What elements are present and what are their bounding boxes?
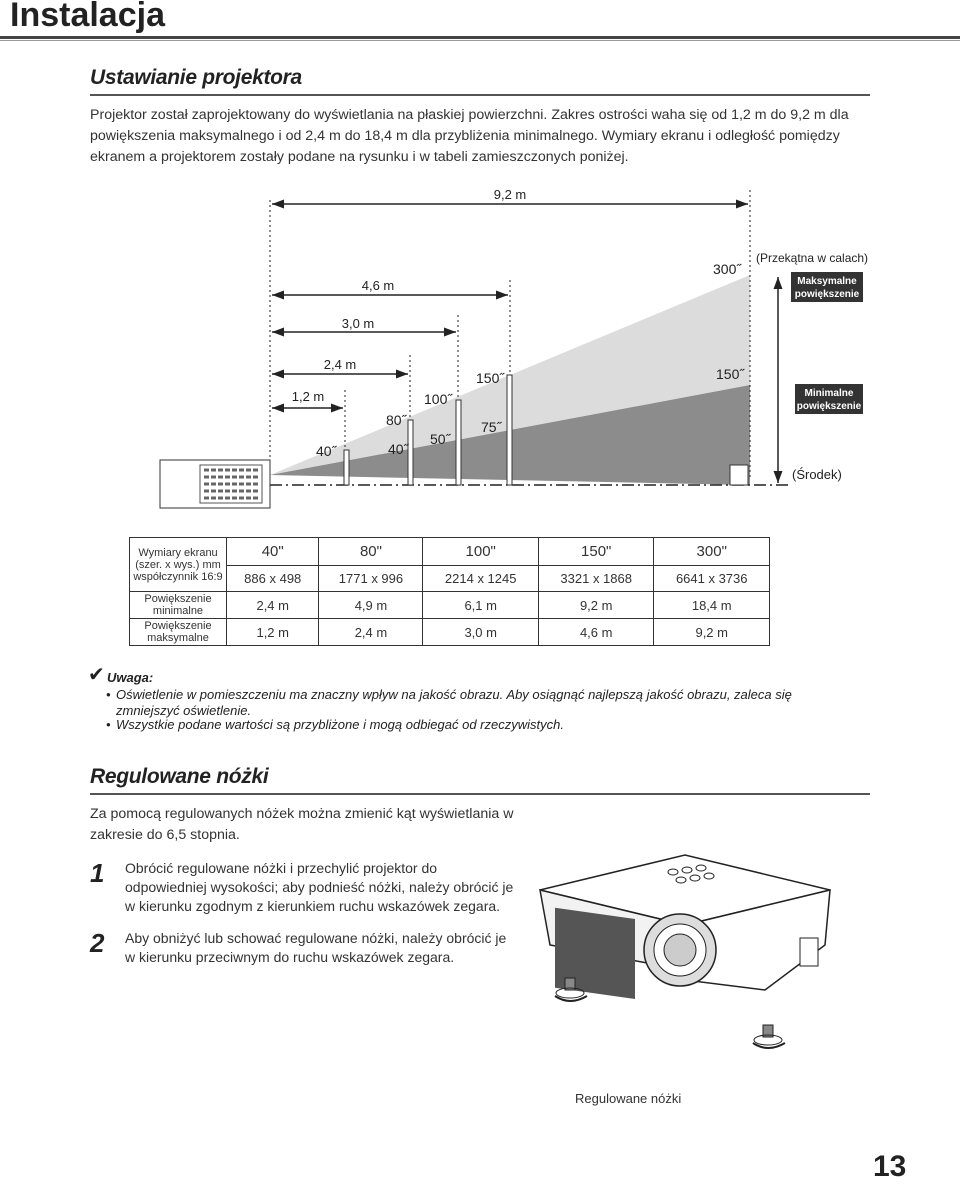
label-75: 75˝: [481, 419, 503, 435]
spec-table: Wymiary ekranu (szer. x wys.) mm współcz…: [129, 537, 770, 646]
table-cell: 150": [537, 537, 655, 566]
label-40b: 40˝: [388, 441, 410, 457]
label-300: 300˝: [713, 261, 742, 277]
header-screen-2: (szer. x wys.) mm: [135, 558, 221, 571]
note-item-1-text: Oświetlenie w pomieszczeniu ma znaczny w…: [116, 687, 792, 718]
screen-150: [506, 374, 513, 486]
step-1-number: 1: [90, 858, 105, 888]
min-zoom-box: [795, 384, 863, 414]
row-header-max: Powiększenie maksymalne: [129, 618, 227, 646]
screen-40: [343, 449, 350, 486]
label-24: 2,4 m: [324, 357, 357, 372]
table-cell: 1,2 m: [225, 618, 320, 646]
table-cell: 4,6 m: [537, 618, 655, 646]
label-diagonal: (Przekątna w calach): [756, 251, 868, 265]
label-40a: 40˝: [316, 443, 338, 459]
checkmark-icon: ✔: [88, 664, 105, 686]
table-cell: 2,4 m: [318, 618, 424, 646]
page-number: 13: [873, 1150, 907, 1183]
projection-diagram: 9,2 m 4,6 m 3,0 m 2,4 m 1,2 m 300˝ (Prze…: [159, 187, 868, 509]
label-46: 4,6 m: [362, 278, 395, 293]
label-30: 3,0 m: [342, 316, 375, 331]
table-cell: 100": [422, 537, 539, 566]
table-cell: 80": [318, 537, 424, 566]
screen-100: [455, 399, 462, 486]
table-row: Wymiary ekranu (szer. x wys.) mm współcz…: [129, 537, 770, 592]
table-cell: 886 x 498: [225, 565, 320, 592]
label-150-top: 150˝: [476, 370, 505, 386]
bullet-icon: •: [106, 687, 111, 702]
center-marker: [729, 464, 749, 486]
screen-80: [407, 419, 414, 486]
table-cell: 2,4 m: [225, 591, 320, 619]
note-heading: Uwaga:: [107, 670, 154, 685]
max-zoom-label-2: powiększenie: [795, 289, 860, 300]
table-row: 886 x 498 1771 x 996 2214 x 1245 3321 x …: [130, 565, 770, 592]
table-cell: 9,2 m: [653, 618, 770, 646]
label-150-right: 150˝: [716, 366, 745, 382]
label-12: 1,2 m: [292, 389, 325, 404]
page-title: Instalacja: [10, 0, 165, 34]
header-ratio: współczynnik 16:9: [133, 570, 223, 583]
step-1-text: Obrócić regulowane nóżki i przechylić pr…: [125, 860, 514, 914]
page-title-bar: Instalacja: [0, 0, 960, 38]
section-rule: [90, 793, 870, 795]
table-cell: 18,4 m: [653, 591, 770, 619]
table-cell: 9,2 m: [537, 591, 655, 619]
header-min-2: minimalne: [152, 605, 204, 617]
title-rule: [0, 36, 960, 39]
table-cell: 3321 x 1868: [537, 565, 655, 592]
table-row: Powiększenie maksymalne 1,2 m 2,4 m 3,0 …: [129, 618, 770, 646]
note-item-2: • Wszystkie podane wartości są przybliżo…: [106, 717, 836, 733]
header-max-2: maksymalne: [147, 632, 209, 644]
table-cell: 40": [225, 537, 320, 566]
label-50: 50˝: [430, 431, 452, 447]
table-row: Powiększenie minimalne 2,4 m 4,9 m 6,1 m…: [129, 591, 770, 619]
feet-caption: Regulowane nóżki: [575, 1091, 682, 1106]
label-100: 100˝: [424, 391, 453, 407]
note-item-2-text: Wszystkie podane wartości są przybliżone…: [116, 717, 564, 732]
table-cell: 3,0 m: [422, 618, 539, 646]
header-max-1: Powiększenie: [144, 620, 212, 632]
label-80: 80˝: [386, 412, 408, 428]
max-zoom-label-1: Maksymalne: [797, 276, 857, 287]
bullet-icon: •: [106, 717, 111, 732]
table-cell: 2214 x 1245: [422, 565, 539, 592]
header-screen-1: Wymiary ekranu: [138, 546, 218, 559]
table-cell: 6641 x 3736: [653, 565, 770, 592]
feet-paragraph: Za pomocą regulowanych nóżek można zmien…: [90, 806, 514, 843]
step-2-text: Aby obniżyć lub schować regulowane nóżki…: [125, 930, 507, 965]
projector-icon: [159, 459, 271, 509]
center-label: (Środek): [792, 467, 842, 482]
min-zoom-label-2: powiększenie: [797, 401, 862, 412]
min-zoom-label-1: Minimalne: [805, 388, 854, 399]
header-min-1: Powiększenie: [144, 593, 212, 605]
table-cell: 6,1 m: [422, 591, 539, 619]
step-2-number: 2: [90, 928, 105, 958]
setup-paragraph: Projektor został zaprojektowany do wyświ…: [90, 107, 849, 165]
section-title-setup: Ustawianie projektora: [90, 66, 302, 89]
max-zoom-box: [791, 272, 863, 302]
note-item-1: • Oświetlenie w pomieszczeniu ma znaczny…: [106, 687, 836, 719]
section-rule: [90, 94, 870, 96]
title-rule-thin: [0, 40, 960, 41]
table-cell: 1771 x 996: [318, 565, 424, 592]
label-92: 9,2 m: [494, 187, 527, 202]
row-header-screen: Wymiary ekranu (szer. x wys.) mm współcz…: [129, 537, 227, 592]
projector-feet-illustration: [539, 854, 831, 1049]
row-header-min: Powiększenie minimalne: [129, 591, 227, 619]
table-cell: 4,9 m: [318, 591, 424, 619]
section-title-feet: Regulowane nóżki: [90, 765, 269, 788]
table-cell: 300": [653, 537, 770, 566]
